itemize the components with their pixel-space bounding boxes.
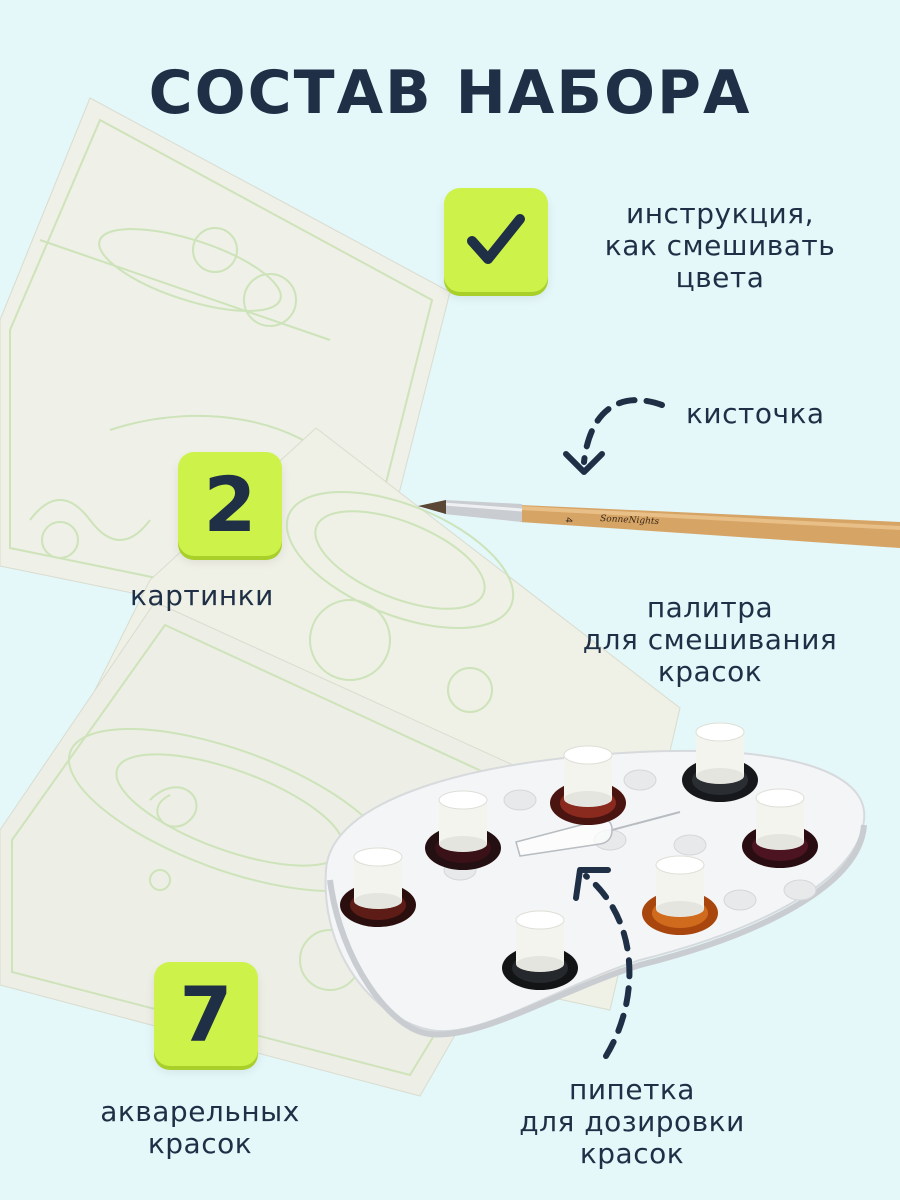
brush-label: кисточка [686, 397, 825, 430]
paints-count-badge: 7 [154, 962, 258, 1066]
paint-jar [642, 855, 718, 935]
pictures-count-badge: 2 [178, 452, 282, 556]
brush-brand-text: SonneNights [600, 514, 660, 527]
palette-label: палитра для смешивания красок [582, 591, 838, 688]
paint-jar [742, 788, 818, 868]
pipette-label: пипетка для дозировки красок [519, 1073, 745, 1170]
paint-jar [502, 910, 578, 990]
brush-size-text: 4 [563, 517, 573, 524]
pictures-label: картинки [130, 579, 274, 612]
checkmark-badge [444, 188, 548, 292]
checkmark-icon [467, 214, 525, 264]
instruction-label: инструкция, как смешивать цвета [604, 197, 836, 294]
paints-label: акварельных красок [100, 1095, 300, 1160]
paint-jar [425, 790, 501, 870]
page-title: СОСТАВ НАБОРА [148, 58, 752, 128]
paint-jar [550, 745, 626, 825]
paint-jar [682, 722, 758, 802]
paint-jar [340, 847, 416, 927]
